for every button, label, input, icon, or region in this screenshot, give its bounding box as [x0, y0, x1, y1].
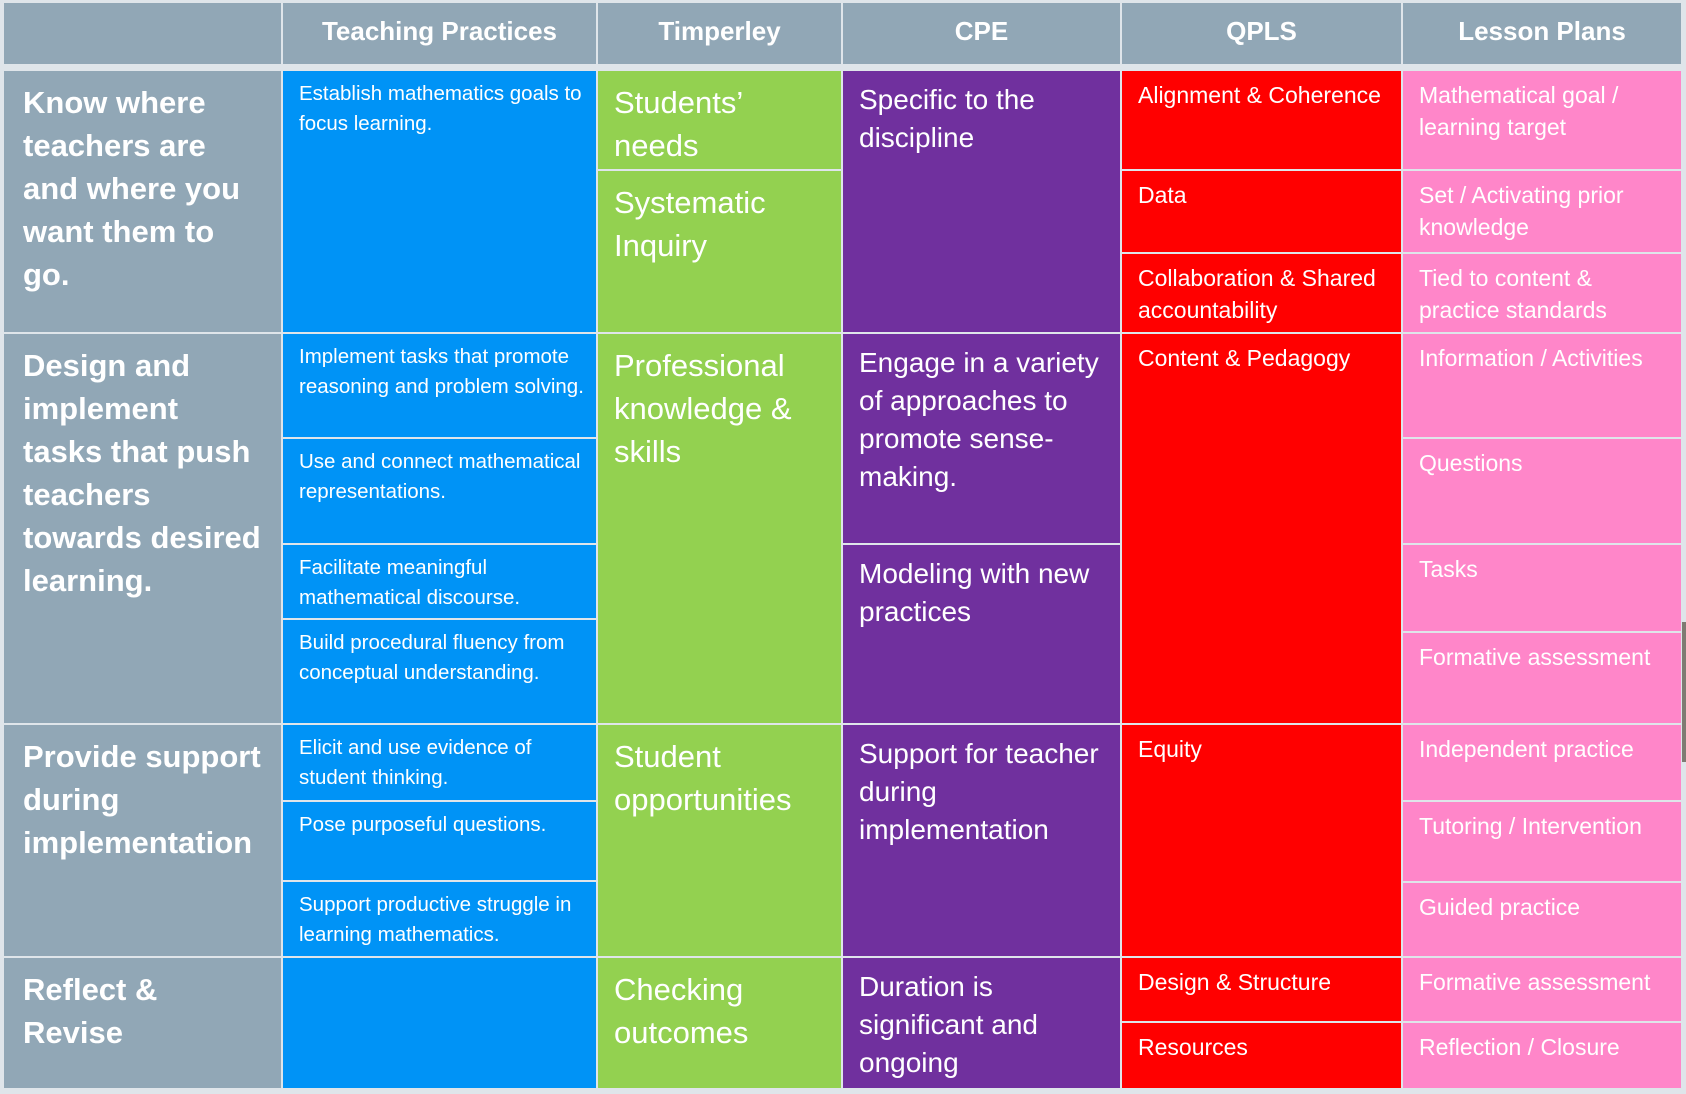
teaching-practice-cell: Establish mathematics goals to focus lea…	[283, 71, 596, 332]
timperley-cell: Students’ needs	[598, 71, 841, 169]
lesson-plan-cell: Tutoring / Intervention	[1403, 802, 1681, 881]
timperley-cell: Systematic Inquiry	[598, 171, 841, 332]
header-teaching-practices: Teaching Practices	[283, 3, 596, 64]
teaching-practice-cell: Facilitate meaningful mathematical disco…	[283, 545, 596, 618]
header-lesson-plans: Lesson Plans	[1403, 3, 1681, 64]
lesson-plan-cell: Formative assessment	[1403, 958, 1681, 1021]
teaching-practice-cell: Use and connect mathematical representat…	[283, 439, 596, 543]
lesson-plan-cell: Tasks	[1403, 545, 1681, 631]
teaching-practice-cell	[283, 958, 596, 1088]
cpe-cell: Engage in a variety of approaches to pro…	[843, 334, 1120, 543]
lesson-plan-cell: Questions	[1403, 439, 1681, 543]
qpls-cell: Content & Pedagogy	[1122, 334, 1401, 723]
timperley-cell: Student opportunities	[598, 725, 841, 956]
lesson-plan-cell: Independent practice	[1403, 725, 1681, 800]
header-cpe: CPE	[843, 3, 1120, 64]
qpls-cell: Alignment & Coherence	[1122, 71, 1401, 169]
row-label-design-implement: Design and implement tasks that push tea…	[4, 334, 281, 723]
cpe-cell: Support for teacher during implementatio…	[843, 725, 1120, 956]
lesson-plan-cell: Information / Activities	[1403, 334, 1681, 437]
lesson-plan-cell: Formative assessment	[1403, 633, 1681, 723]
row-label-know-where: Know where teachers are and where you wa…	[4, 71, 281, 332]
lesson-plan-cell: Tied to content & practice standards	[1403, 254, 1681, 332]
cpe-cell: Modeling with new practices	[843, 545, 1120, 723]
teaching-practice-cell: Support productive struggle in learning …	[283, 882, 596, 956]
cpe-cell: Duration is significant and ongoing	[843, 958, 1120, 1088]
header-timperley: Timperley	[598, 3, 841, 64]
row-label-provide-support: Provide support during implementation	[4, 725, 281, 956]
lesson-plan-cell: Guided practice	[1403, 883, 1681, 956]
teaching-practice-cell: Build procedural fluency from conceptual…	[283, 620, 596, 723]
qpls-cell: Design & Structure	[1122, 958, 1401, 1021]
scrollbar-edge[interactable]	[1682, 622, 1686, 762]
lesson-plan-cell: Reflection / Closure	[1403, 1023, 1681, 1088]
teaching-practice-cell: Pose purposeful questions.	[283, 802, 596, 880]
teaching-practice-cell: Implement tasks that promote reasoning a…	[283, 334, 596, 437]
teaching-practice-cell: Elicit and use evidence of student think…	[283, 725, 596, 800]
row-label-reflect-revise: Reflect & Revise	[4, 958, 281, 1088]
qpls-cell: Equity	[1122, 725, 1401, 956]
timperley-cell: Checking outcomes	[598, 958, 841, 1088]
lesson-plan-cell: Set / Activating prior knowledge	[1403, 171, 1681, 252]
qpls-cell: Collaboration & Shared accountability	[1122, 254, 1401, 332]
lesson-plan-cell: Mathematical goal / learning target	[1403, 71, 1681, 169]
header-qpls: QPLS	[1122, 3, 1401, 64]
qpls-cell: Data	[1122, 171, 1401, 252]
qpls-cell: Resources	[1122, 1023, 1401, 1088]
header-corner	[4, 3, 281, 64]
cpe-cell: Specific to the discipline	[843, 71, 1120, 332]
timperley-cell: Professional knowledge & skills	[598, 334, 841, 723]
